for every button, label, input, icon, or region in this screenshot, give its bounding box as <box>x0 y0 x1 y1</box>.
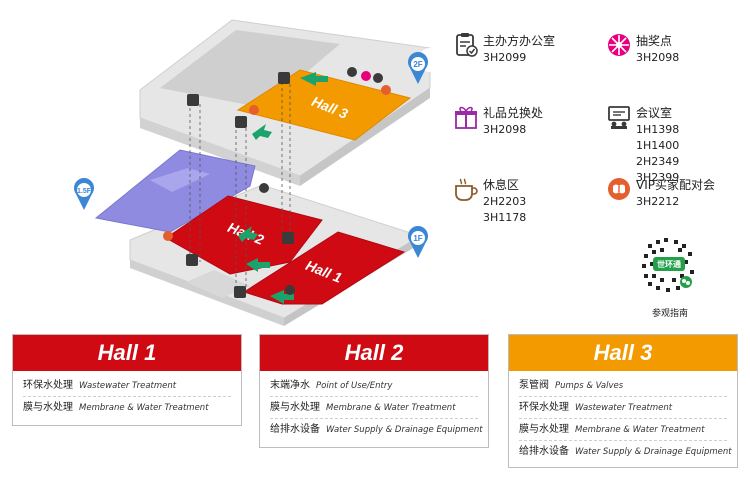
pin-2f: 2F <box>408 48 442 84</box>
pin-1f: 1F <box>408 226 428 258</box>
legend-codes: 3H2098 <box>483 123 527 136</box>
hall-2-title: Hall 2 <box>260 335 488 371</box>
legend-title: 抽奖点 <box>636 34 673 48</box>
hall-1-title: Hall 1 <box>13 335 241 371</box>
clipboard-check-icon <box>456 33 478 57</box>
qr-brand-text: 世环通 <box>657 259 681 269</box>
legend-codes: 3H2099 <box>483 51 527 64</box>
coffee-cup-icon <box>455 178 478 201</box>
svg-text:1F: 1F <box>413 234 422 243</box>
raffle-wheel-icon <box>608 34 630 56</box>
vip-handshake-icon <box>608 178 630 200</box>
legend-title: 休息区 <box>483 178 520 192</box>
legend-codes: 2H22033H1178 <box>483 195 527 224</box>
svg-text:2F: 2F <box>413 60 422 69</box>
direction-arrows <box>238 72 328 304</box>
legend-codes: 1H13981H1400 2H23493H2399 <box>636 123 680 184</box>
floor-plan-map: Hall 3 Hall 2 Hall 1 <box>74 19 442 326</box>
floor-connectors <box>189 82 291 296</box>
hall-1-area[interactable] <box>242 231 406 305</box>
floor-1-5f <box>94 149 256 233</box>
legend-title: 会议室 <box>636 106 673 120</box>
gift-box-icon <box>455 106 477 129</box>
legend-title: 礼品兑换处 <box>483 106 544 120</box>
legend-codes: 3H2212 <box>636 195 680 208</box>
svg-text:1.5F: 1.5F <box>77 188 92 195</box>
legend-title: 主办方办公室 <box>483 34 556 48</box>
qr-label: 参观指南 <box>652 309 689 319</box>
legend-codes: 3H2098 <box>636 51 680 64</box>
escalator-icon <box>186 72 294 298</box>
qr-code[interactable]: 世环通 <box>634 230 704 300</box>
map-facility-markers <box>163 67 391 295</box>
meeting-room-icon <box>608 106 630 129</box>
hall-3-title: Hall 3 <box>509 335 737 371</box>
legend-title: VIP买家配对会 <box>636 178 715 192</box>
pin-1-5f: 1.5F <box>74 177 94 210</box>
